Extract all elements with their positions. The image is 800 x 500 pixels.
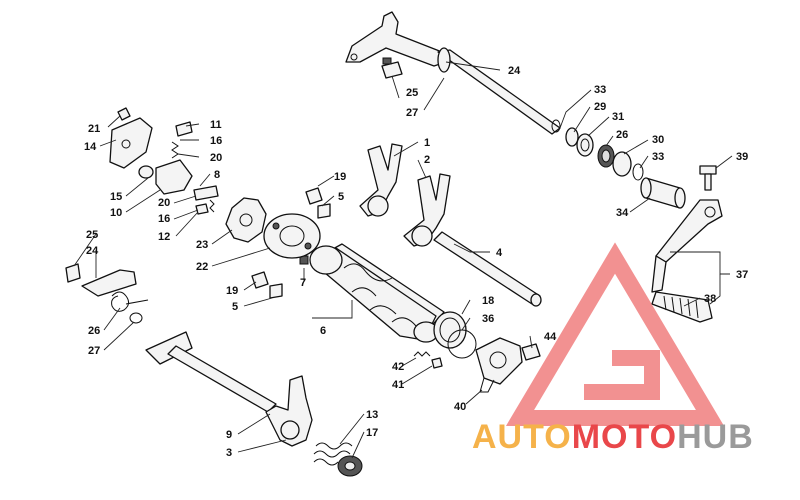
callout-34: 30 bbox=[652, 134, 664, 146]
shift-drum-6 bbox=[309, 243, 445, 343]
return-spring-23-26 bbox=[65, 263, 149, 324]
callout-32: 29 bbox=[594, 101, 606, 113]
callout-40: 40 bbox=[454, 401, 466, 413]
callout-13: 13 bbox=[366, 409, 378, 421]
callout-4: 4 bbox=[496, 247, 503, 259]
callout-31: 27 bbox=[406, 107, 418, 119]
callout-16a: 16 bbox=[210, 135, 222, 147]
shift-forks-1-2 bbox=[359, 143, 451, 247]
callout-9: 9 bbox=[226, 429, 232, 441]
callout-10: 10 bbox=[110, 207, 122, 219]
callout-38: 38 bbox=[704, 293, 716, 305]
callout-1: 1 bbox=[424, 137, 430, 149]
callout-7: 7 bbox=[300, 277, 306, 289]
shift-shaft-28 bbox=[345, 11, 561, 135]
callout-15: 15 bbox=[110, 191, 122, 203]
watermark-word-auto: AUTO bbox=[472, 418, 572, 456]
index-star-24 bbox=[225, 197, 267, 243]
watermark-triangle-logo bbox=[505, 242, 725, 426]
callout-12: 12 bbox=[158, 231, 170, 243]
bushing-36 bbox=[640, 177, 686, 209]
callout-30: 26 bbox=[616, 129, 628, 141]
bolt-29 bbox=[381, 57, 403, 79]
callout-44: 44 bbox=[544, 331, 557, 343]
callout-20a: 19 bbox=[334, 171, 346, 183]
shift-arm-shaft-9 bbox=[145, 331, 277, 413]
callout-33a: 33 bbox=[594, 84, 606, 96]
callout-26: 26 bbox=[88, 325, 100, 337]
callout-43: 42 bbox=[392, 361, 404, 373]
callout-labels: 24 25 27 33 29 31 26 30 33 39 34 37 38 1… bbox=[84, 65, 748, 459]
callout-8: 8 bbox=[214, 169, 220, 181]
bearing-17-and-ring-42 bbox=[433, 311, 477, 359]
cam-plate-22 bbox=[263, 213, 321, 259]
callout-11: 11 bbox=[210, 119, 222, 131]
callout-35: 31 bbox=[612, 111, 624, 123]
callout-5b: 5 bbox=[232, 301, 238, 313]
callout-18: 17 bbox=[366, 427, 378, 439]
callout-29: 25 bbox=[406, 87, 418, 99]
callout-19a: 20 bbox=[210, 152, 222, 164]
callout-2: 2 bbox=[424, 154, 430, 166]
leader-lines bbox=[73, 61, 733, 459]
callout-22: 22 bbox=[196, 261, 208, 273]
callout-16b: 16 bbox=[158, 213, 170, 225]
watermark-word-moto: MOTO bbox=[572, 418, 677, 456]
watermark-word-hub: HUB bbox=[677, 418, 754, 456]
shift-pedal-38 bbox=[651, 291, 713, 323]
shaft-bearings-30-35 bbox=[551, 119, 644, 181]
callout-3: 3 bbox=[226, 447, 232, 459]
shift-fork-3 bbox=[265, 375, 313, 447]
callout-36: 34 bbox=[616, 207, 629, 219]
callout-14: 14 bbox=[84, 141, 97, 153]
callout-42: 36 bbox=[482, 313, 494, 325]
plunger-41-43 bbox=[413, 351, 443, 369]
sensor-40-and-bolt-44 bbox=[475, 337, 541, 393]
callout-25: 25 bbox=[86, 229, 98, 241]
callout-21: 21 bbox=[88, 123, 100, 135]
callout-27: 27 bbox=[88, 345, 100, 357]
fork-rod-4 bbox=[433, 231, 542, 307]
pin-and-springs-11-12-16-19 bbox=[117, 107, 219, 215]
shift-lever-37 bbox=[651, 199, 723, 293]
callout-19b: 20 bbox=[158, 197, 170, 209]
callout-5a: 5 bbox=[338, 191, 344, 203]
svg-text:AUTOMOTOHUB: AUTOMOTOHUB bbox=[472, 418, 754, 456]
callout-17: 18 bbox=[482, 295, 494, 307]
spring-13-and-seal-18 bbox=[313, 442, 363, 477]
stopper-arm-10-15 bbox=[109, 117, 193, 195]
callout-28: 24 bbox=[508, 65, 521, 77]
bolts-5-20 bbox=[251, 187, 331, 299]
callout-6: 6 bbox=[320, 325, 326, 337]
callout-33b: 33 bbox=[652, 151, 664, 163]
bolt-39 bbox=[699, 165, 717, 191]
callout-41: 41 bbox=[392, 379, 404, 391]
callout-20b: 19 bbox=[226, 285, 238, 297]
callout-37: 37 bbox=[736, 269, 748, 281]
callout-39: 39 bbox=[736, 151, 748, 163]
callout-24: 23 bbox=[196, 239, 208, 251]
automotohub-watermark: AUTOMOTOHUB bbox=[472, 242, 754, 456]
callout-23: 24 bbox=[86, 245, 99, 257]
